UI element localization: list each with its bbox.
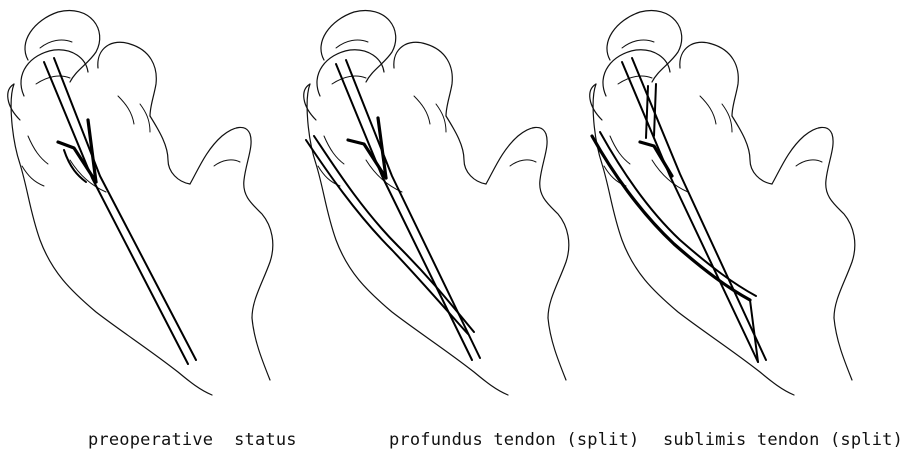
panel-sublimis-split xyxy=(590,11,855,395)
panel-preoperative xyxy=(8,11,273,395)
caption-sublimis-tendon: sublimis tendon (split) xyxy=(663,430,903,450)
caption-preoperative-status: preoperative status xyxy=(88,430,297,450)
caption-profundus-tendon: profundus tendon (split) xyxy=(389,430,639,450)
panel-profundus-split xyxy=(304,11,569,395)
